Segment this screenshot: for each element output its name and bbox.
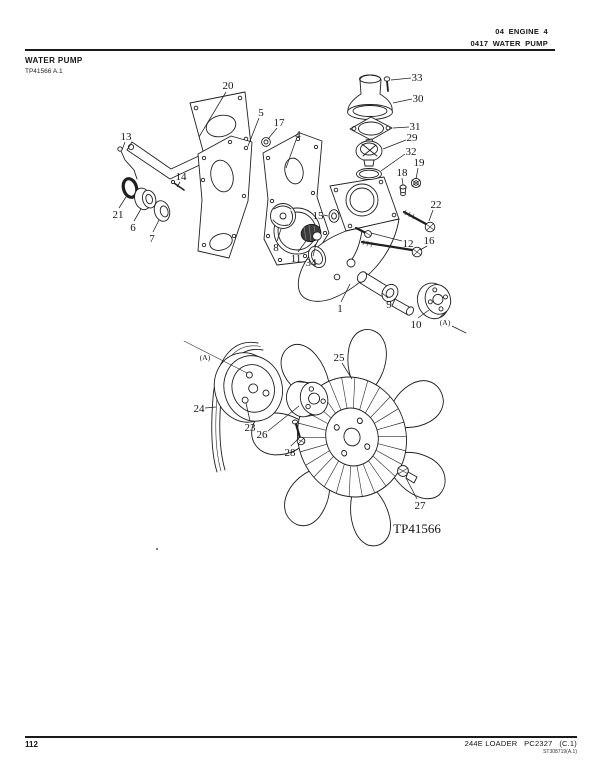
callout-7: 7 [149,233,155,245]
part-fitting-hex [410,177,422,189]
callout-24: 24 [194,403,206,415]
part-impeller [270,203,296,229]
callout-9: 9 [386,299,392,311]
callout-(A): (A) [440,318,451,327]
part-capscrew [402,209,436,233]
callout-17: 17 [274,117,286,129]
part-seal-flange [153,200,171,222]
callout-29: 29 [407,132,419,144]
part-water-pump-body [297,176,400,302]
footer-model-line: 244E LOADER PC2327 (C.1) [464,739,577,748]
callout-13: 13 [121,131,133,143]
callout-5: 5 [258,107,264,119]
part-shaft-seal [300,223,322,243]
part-bolt-short [354,226,372,238]
callout-4: 4 [295,129,301,141]
part-cover-gasket [349,116,393,141]
callout-23: 23 [245,422,257,434]
part-thermostat [355,138,383,167]
part-hub-bolt [291,419,306,446]
section-subtitle: TP41566 A.1 [25,68,63,75]
callout-8: 8 [273,242,279,254]
callout-1: 1 [337,303,343,315]
callout-11: 11 [291,253,302,265]
callout-(A): (A) [200,353,211,362]
part-seal [134,187,157,211]
callout-27: 27 [415,500,427,512]
callout-33: 33 [412,72,424,84]
callout-16: 16 [424,235,436,247]
header-rule [25,49,555,51]
page-number: 112 [25,740,38,749]
header-section-code: 04 ENGINE 4 [495,27,548,36]
callout-21: 21 [113,209,124,221]
callout-34: 34 [306,257,318,269]
part-fan-hub [286,380,329,418]
callout-19: 19 [414,157,426,169]
footer-rule [25,736,577,738]
stray-dot [156,548,158,550]
part-pulley [213,352,283,423]
part-thermostat-cover [347,74,393,120]
callout-6: 6 [130,222,136,234]
part-timing-gasket [197,135,253,259]
callout-32: 32 [406,146,417,158]
callout-15: 15 [313,210,325,222]
part-plug [261,137,271,147]
callout-28: 28 [285,447,297,459]
part-fan-bolt [397,465,418,484]
footer-doc-code: ST308719(A.1) [543,749,577,755]
callout-18: 18 [397,167,409,179]
callout-31: 31 [410,121,421,133]
callout-22: 22 [431,199,442,211]
callout-12: 12 [403,238,414,250]
section-title: WATER PUMP [25,56,83,65]
part-thermostat-seal [356,168,382,180]
callout-25: 25 [334,352,346,364]
callout-10: 10 [411,319,423,331]
part-fitting-small [399,184,407,197]
part-o-ring [121,177,139,199]
callout-26: 26 [257,429,269,441]
part-rod [117,146,138,180]
callout-30: 30 [413,93,425,105]
page-header-right: 04 ENGINE 4 0417 WATER PUMP [470,26,548,49]
part-stud [170,179,185,191]
view-a-pointer-line [183,340,248,374]
callout-20: 20 [223,80,235,92]
part-shaft [356,271,415,316]
part-cover-bolt [383,76,391,92]
header-group-code: 0417 WATER PUMP [470,38,548,48]
figure-caption: TP41566 [393,521,441,536]
part-bolt-long [360,239,423,258]
callout-14: 14 [176,171,188,183]
part-hub-flange [416,282,452,320]
part-cap [328,209,340,223]
